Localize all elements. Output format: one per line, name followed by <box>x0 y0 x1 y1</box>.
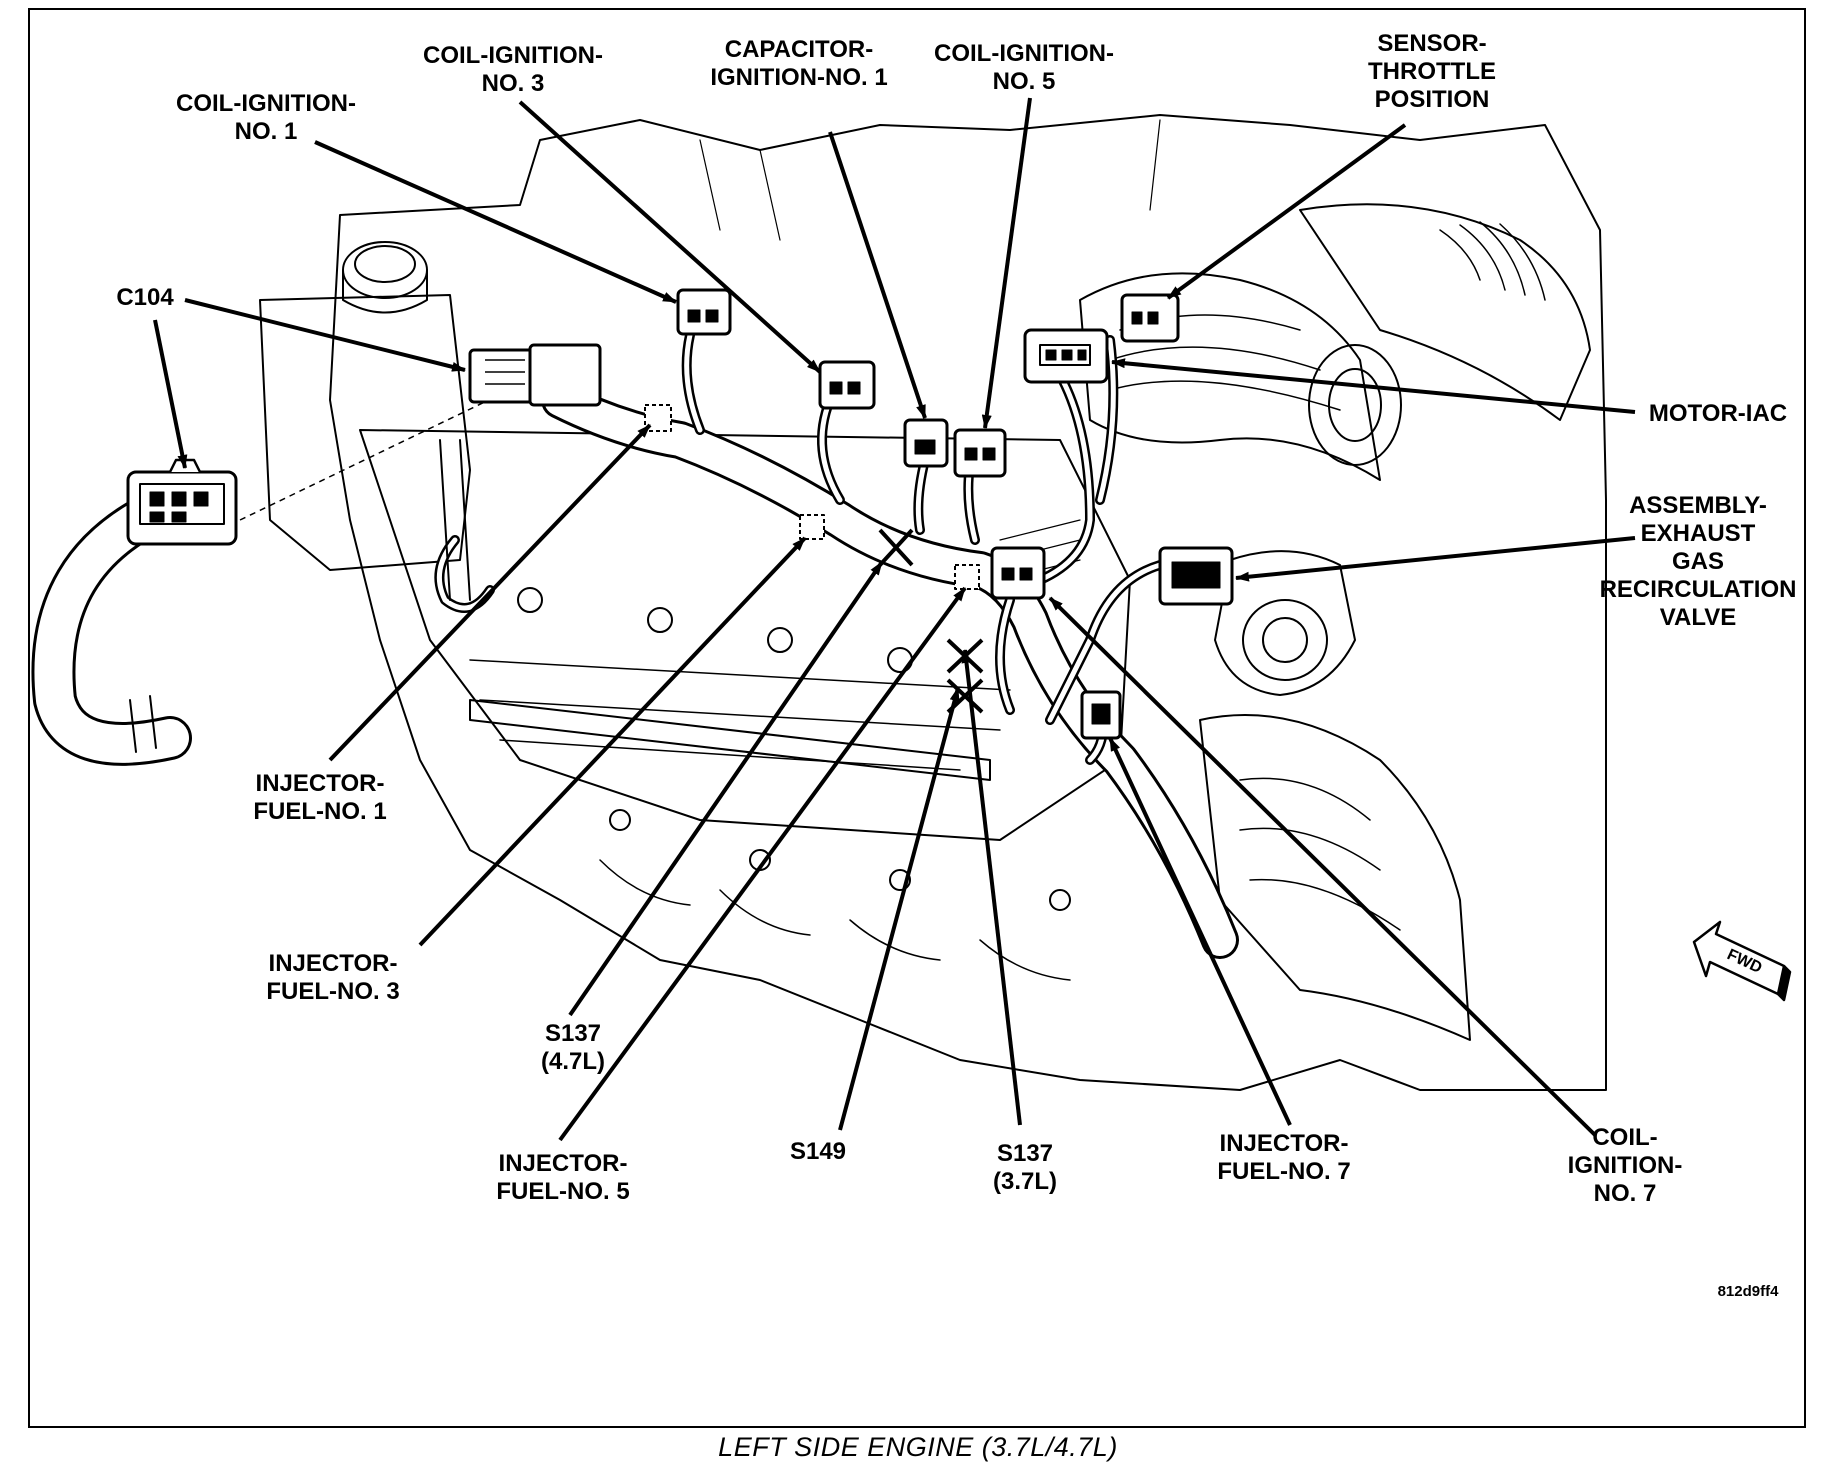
coil-ignition-no-5-connector <box>953 428 1007 478</box>
callout-line: RECIRCULATION <box>1599 576 1797 603</box>
leader-capacitor-ignition-no-1 <box>828 131 927 419</box>
c104-connector-detail <box>31 458 238 766</box>
callout-injector-fuel-no-7: INJECTOR-FUEL-NO. 7 <box>1217 1130 1350 1186</box>
callout-line: COIL-IGNITION- <box>423 42 603 69</box>
callout-motor-iac: MOTOR-IAC <box>1649 400 1787 428</box>
callout-line: GAS <box>1671 548 1724 575</box>
leader-sensor-throttle-position <box>1166 123 1407 300</box>
callout-line: COIL-IGNITION- <box>934 40 1114 67</box>
leader-c104-right <box>184 298 466 372</box>
callout-line: COIL-IGNITION- <box>176 90 356 117</box>
leader-assembly-exhaust-gas-recirculation-valve <box>1235 536 1636 582</box>
engine-connectors <box>468 288 1234 740</box>
callout-line: SENSOR- <box>1377 30 1487 57</box>
callout-line: POSITION <box>1374 86 1490 113</box>
callout-line: FUEL-NO. 5 <box>496 1178 630 1205</box>
c104-engine-connector <box>468 343 602 407</box>
leader-c104-left <box>153 319 188 469</box>
callout-line: INJECTOR- <box>268 950 398 977</box>
leader-motor-iac <box>1111 358 1636 414</box>
leader-injector-fuel-no-3 <box>418 536 807 947</box>
leader-s137-3-7l <box>961 649 1022 1126</box>
leader-lines <box>153 97 1636 1142</box>
callout-capacitor-ignition-no-1: CAPACITOR-IGNITION-NO. 1 <box>710 36 887 92</box>
callout-coil-ignition-no-3: COIL-IGNITION-NO. 3 <box>423 42 603 98</box>
callout-coil-ignition-no-5: COIL-IGNITION-NO. 5 <box>934 40 1114 96</box>
callout-s149: S149 <box>790 1138 846 1166</box>
leader-s137-4-7l <box>568 560 884 1017</box>
s137-4-7l-splice-box <box>954 564 980 590</box>
figure-id: 812d9ff4 <box>1717 1283 1779 1300</box>
motor-iac-connector <box>1023 328 1109 384</box>
callout-coil-ignition-no-7: COIL-IGNITION-NO. 7 <box>1568 1124 1683 1208</box>
callout-line: VALVE <box>1659 604 1737 631</box>
figure-caption: LEFT SIDE ENGINE (3.7L/4.7L) <box>718 1432 1118 1462</box>
callout-line: CAPACITOR- <box>724 36 874 63</box>
callout-line: MOTOR-IAC <box>1648 400 1788 427</box>
callout-line: COIL- <box>1592 1124 1658 1151</box>
callout-line: S137 <box>996 1140 1054 1167</box>
injector-fuel-no-3-splice-box <box>799 514 825 540</box>
leader-injector-fuel-no-7 <box>1108 737 1292 1126</box>
callout-line: NO. 1 <box>234 118 298 145</box>
callout-s137-3-7l: S137(3.7L) <box>993 1140 1057 1196</box>
callout-c104: C104 <box>116 284 173 312</box>
callout-line: FUEL-NO. 7 <box>1217 1158 1351 1185</box>
callout-line: INJECTOR- <box>255 770 385 797</box>
capacitor-ignition-no-1-connector <box>903 418 949 468</box>
callout-line: IGNITION-NO. 1 <box>710 64 888 91</box>
callout-line: INJECTOR- <box>498 1150 628 1177</box>
callout-coil-ignition-no-1: COIL-IGNITION-NO. 1 <box>176 90 356 146</box>
callout-line: C104 <box>116 284 174 311</box>
callout-line: FUEL-NO. 1 <box>253 798 387 825</box>
coil-ignition-no-1-connector <box>676 288 732 336</box>
coil-ignition-no-7-connector <box>990 546 1046 600</box>
injector-fuel-no-7-connector <box>1080 690 1122 740</box>
leader-coil-ignition-no-7 <box>1048 596 1597 1137</box>
leader-injector-fuel-no-5 <box>558 586 967 1142</box>
callout-line: NO. 5 <box>992 68 1056 95</box>
callout-injector-fuel-no-1: INJECTOR-FUEL-NO. 1 <box>253 770 386 826</box>
coil-ignition-no-3-connector <box>818 360 876 410</box>
leader-s149 <box>838 687 960 1131</box>
diagram-frame <box>28 8 1806 1428</box>
callout-line: INJECTOR- <box>1219 1130 1349 1157</box>
leader-coil-ignition-no-5 <box>981 97 1032 429</box>
leader-coil-ignition-no-1 <box>314 140 677 304</box>
leader-coil-ignition-no-3 <box>518 100 822 374</box>
callout-line: S149 <box>789 1138 847 1165</box>
c104-reference-line <box>239 384 521 521</box>
callout-injector-fuel-no-5: INJECTOR-FUEL-NO. 5 <box>496 1150 629 1206</box>
throttle-position-sensor-connector <box>1120 293 1180 343</box>
callout-line: IGNITION- <box>1567 1152 1683 1179</box>
callout-line: EXHAUST <box>1640 520 1756 547</box>
callout-line: NO. 7 <box>1593 1180 1657 1207</box>
callout-line: (4.7L) <box>540 1048 606 1075</box>
callout-line: THROTTLE <box>1368 58 1496 85</box>
engine-block-sketch <box>259 114 1607 1091</box>
egr-valve-connector <box>1158 546 1234 606</box>
callout-line: S137 <box>544 1020 602 1047</box>
callout-line: (3.7L) <box>992 1168 1058 1195</box>
fwd-arrow-icon <box>1692 920 1792 1002</box>
callout-line: NO. 3 <box>481 70 545 97</box>
callout-s137-4-7l: S137(4.7L) <box>541 1020 605 1076</box>
leader-injector-fuel-no-1 <box>328 423 652 762</box>
callout-line: FUEL-NO. 3 <box>266 978 400 1005</box>
callout-line: ASSEMBLY- <box>1629 492 1767 519</box>
callout-injector-fuel-no-3: INJECTOR-FUEL-NO. 3 <box>266 950 399 1006</box>
